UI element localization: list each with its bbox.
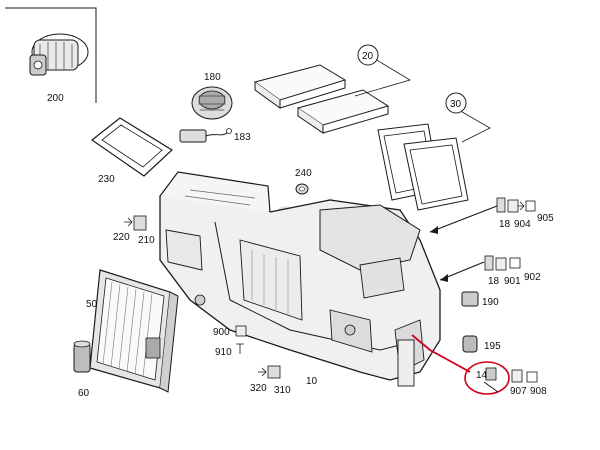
part-18-901-902-group <box>484 255 521 271</box>
part-50-evaporator <box>89 269 179 393</box>
label-910: 910 <box>215 347 232 358</box>
part-14-lever <box>483 381 499 393</box>
part-900 <box>235 325 247 337</box>
part-230-gasket <box>90 117 173 177</box>
part-310 <box>267 365 281 379</box>
label-908: 908 <box>530 386 547 397</box>
part-190-switch <box>461 291 479 307</box>
label-30: 30 <box>450 99 462 110</box>
part-220-210-group <box>124 215 147 231</box>
label-20: 20 <box>362 51 374 62</box>
label-195: 195 <box>484 341 501 352</box>
part-320 <box>258 367 267 377</box>
label-50: 50 <box>86 299 98 310</box>
label-10: 10 <box>306 376 318 387</box>
label-907: 907 <box>510 386 527 397</box>
label-190: 190 <box>482 297 499 308</box>
label-901: 901 <box>504 276 521 287</box>
arrow-to-18a <box>429 205 498 233</box>
part-907 <box>511 369 523 383</box>
part-60-expansion-valve <box>73 340 91 373</box>
label-210: 210 <box>138 235 155 246</box>
part-14-actuator <box>485 367 497 381</box>
label-18-upper: 18 <box>499 219 511 230</box>
label-900: 900 <box>213 327 230 338</box>
part-180-blower-wheel <box>191 86 233 120</box>
label-18-lower: 18 <box>488 276 500 287</box>
label-180: 180 <box>204 72 221 83</box>
label-200: 200 <box>47 93 64 104</box>
part-10-hvac-housing <box>159 171 471 387</box>
part-910 <box>236 343 244 354</box>
part-200-inset <box>5 7 97 103</box>
label-320: 320 <box>250 383 267 394</box>
callout-30 <box>445 92 467 114</box>
label-60: 60 <box>78 388 90 399</box>
label-240: 240 <box>295 168 312 179</box>
label-902: 902 <box>524 272 541 283</box>
label-904: 904 <box>514 219 531 230</box>
part-30-filter-set <box>377 104 491 211</box>
part-240-grommet <box>295 183 309 195</box>
label-220: 220 <box>113 232 130 243</box>
highlight-wire <box>411 334 471 373</box>
arrowhead-18a <box>430 226 438 234</box>
part-195-connector <box>462 335 478 353</box>
label-183: 183 <box>234 132 251 143</box>
label-905: 905 <box>537 213 554 224</box>
part-18-904-905-group <box>496 197 536 213</box>
label-230: 230 <box>98 174 115 185</box>
arrowhead-18b <box>440 274 448 282</box>
part-20-cabin-filters <box>253 55 411 134</box>
part-908 <box>526 371 538 383</box>
label-310: 310 <box>274 385 291 396</box>
callout-20 <box>357 44 379 66</box>
part-183-sensor <box>179 128 232 143</box>
label-14: 14 <box>476 370 488 381</box>
part-14-highlight-ring <box>464 361 510 395</box>
